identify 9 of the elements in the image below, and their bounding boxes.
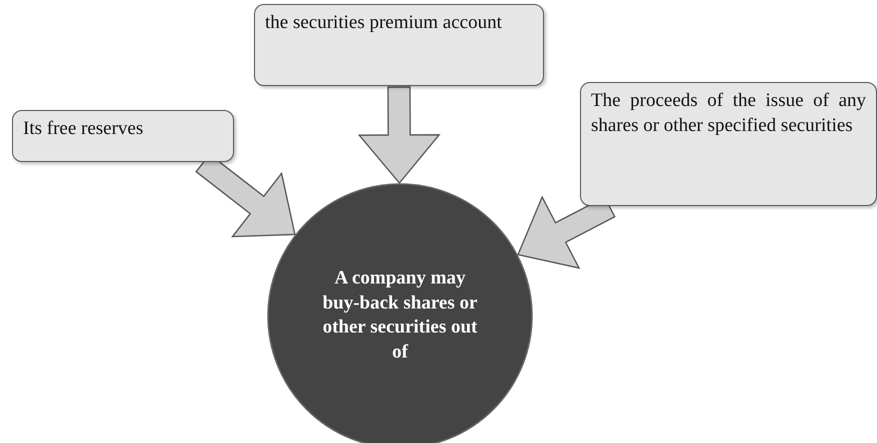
node-text: The proceeds of the issue of any shares or other specified securities (591, 89, 866, 138)
rounded-box (580, 82, 877, 206)
node-text: Its free reserves (23, 117, 144, 141)
block-arrow (358, 86, 441, 184)
block-arrow (517, 196, 616, 269)
node-text: the securities premium account (265, 11, 503, 35)
rounded-box (12, 110, 234, 162)
rounded-box (254, 4, 544, 86)
node-text: A company may buy-back shares or other securities out of (322, 266, 478, 365)
